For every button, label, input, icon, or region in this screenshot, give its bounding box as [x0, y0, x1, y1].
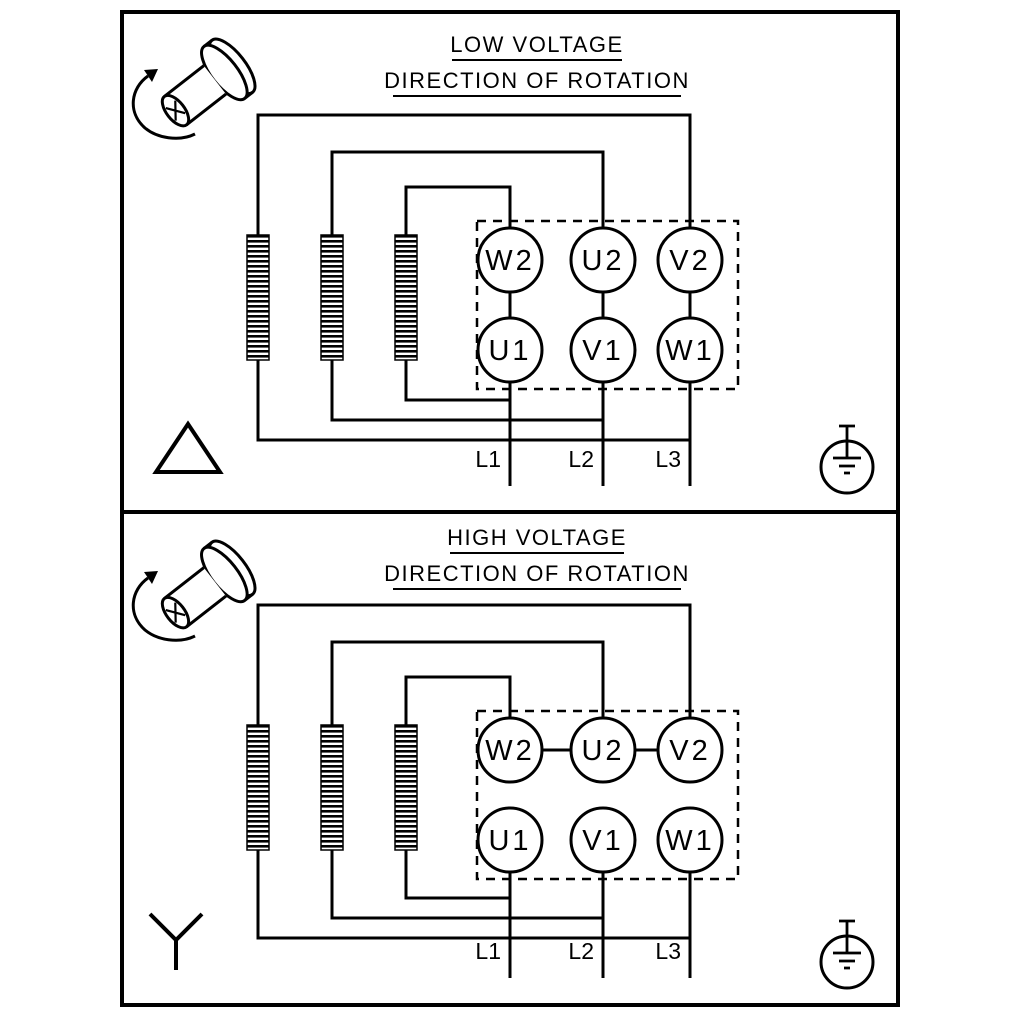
panel-wiring: [256, 603, 692, 978]
panel-wiring: [256, 113, 692, 486]
terminal-board-outline: [475, 219, 740, 391]
terminal-circle: [476, 226, 544, 294]
shaft-body-edges: [163, 566, 227, 628]
rotation-arrow-head: [144, 571, 158, 584]
high-voltage-panel: HIGH VOLTAGE DIRECTION OF ROTATION: [120, 510, 900, 1007]
terminal-w1: W1: [656, 806, 724, 874]
motor-shaft: [160, 37, 257, 128]
panel-title: HIGH VOLTAGE: [447, 525, 627, 550]
earth-ground-icon: [819, 424, 875, 495]
rotation-arrow-arc: [131, 576, 196, 642]
shaft-rotation-icon: [131, 37, 257, 140]
rotation-arrow-head: [144, 69, 158, 82]
terminal-circle: [476, 316, 544, 384]
supply-label-l1: L1: [475, 938, 501, 964]
delta-symbol-icon: [152, 420, 224, 474]
winding-coil-3: [394, 724, 418, 851]
shaft-body-edges: [163, 64, 227, 126]
terminal-u2: U2: [569, 226, 637, 294]
wire-coil2-to-v1: [330, 360, 603, 422]
supply-label-l2: L2: [568, 446, 594, 472]
terminal-u1: U1: [476, 316, 544, 384]
wire-coil2-to-v1: [330, 850, 603, 920]
winding-coil-2: [320, 234, 344, 361]
winding-coil-3: [394, 234, 418, 361]
terminal-label-v1: V1: [582, 825, 623, 857]
terminal-circle: [476, 716, 544, 784]
terminal-label-u1: U1: [488, 335, 531, 367]
panel-title: LOW VOLTAGE: [450, 32, 623, 57]
supply-label-l2: L2: [568, 938, 594, 964]
terminal-u2: U2: [569, 716, 637, 784]
rotation-arrow-arc: [131, 74, 196, 140]
terminal-board-outline: [475, 709, 740, 881]
terminal-circle: [476, 806, 544, 874]
wire-coil2-to-u2: [330, 640, 605, 725]
terminal-label-w2: W2: [485, 735, 535, 767]
panel-border: [120, 510, 900, 1007]
wire-coil3-to-u1: [404, 850, 510, 900]
terminal-v2: V2: [656, 716, 724, 784]
supply-label-l1: L1: [475, 446, 501, 472]
wire-coil1-to-w1: [256, 850, 690, 940]
wire-coil3-to-w2: [404, 185, 512, 235]
terminal-v1: V1: [569, 316, 637, 384]
terminal-circle: [569, 226, 637, 294]
ground-bars: [833, 456, 861, 475]
terminal-circle: [569, 316, 637, 384]
terminal-label-w1: W1: [665, 335, 715, 367]
terminal-circle: [656, 226, 724, 294]
motor-shaft: [160, 539, 257, 630]
ground-lead: [839, 424, 855, 458]
terminal-w1: W1: [656, 316, 724, 384]
terminal-circle: [569, 806, 637, 874]
terminal-label-v2: V2: [669, 735, 710, 767]
terminal-label-u2: U2: [581, 245, 624, 277]
supply-label-l3: L3: [655, 446, 681, 472]
terminal-label-w1: W1: [665, 825, 715, 857]
terminal-circle: [656, 806, 724, 874]
ground-lead: [839, 919, 855, 953]
terminal-w2: W2: [476, 716, 544, 784]
terminal-label-u2: U2: [581, 735, 624, 767]
terminal-label-v2: V2: [669, 245, 710, 277]
wire-coil3-to-w2: [404, 675, 512, 725]
terminal-label-v1: V1: [582, 335, 623, 367]
wire-coil1-to-w1: [256, 360, 690, 442]
shaft-rotation-icon: [131, 539, 257, 642]
low-voltage-panel: LOW VOLTAGE DIRECTION OF ROTATION: [120, 10, 900, 514]
panel-subtitle: DIRECTION OF ROTATION: [384, 68, 690, 93]
terminal-label-w2: W2: [485, 245, 535, 277]
terminal-v2: V2: [656, 226, 724, 294]
winding-coil-1: [246, 724, 270, 851]
terminal-u1: U1: [476, 806, 544, 874]
terminal-w2: W2: [476, 226, 544, 294]
winding-coil-2: [320, 724, 344, 851]
ground-bars: [833, 951, 861, 970]
terminal-label-u1: U1: [488, 825, 531, 857]
shaft-cross-mark: [165, 602, 186, 623]
terminal-circle: [656, 716, 724, 784]
wire-coil1-to-v2: [256, 603, 692, 725]
panel-subtitle: DIRECTION OF ROTATION: [384, 561, 690, 586]
wire-coil1-to-v2: [256, 113, 692, 235]
winding-coil-1: [246, 234, 270, 361]
wire-coil3-to-u1: [404, 360, 510, 402]
supply-label-l3: L3: [655, 938, 681, 964]
wire-coil2-to-u2: [330, 150, 605, 235]
terminal-v1: V1: [569, 806, 637, 874]
terminal-circle: [656, 316, 724, 384]
terminal-circle: [569, 716, 637, 784]
shaft-cross-mark: [165, 100, 186, 121]
star-symbol-icon: [148, 912, 204, 970]
earth-ground-icon: [819, 919, 875, 990]
